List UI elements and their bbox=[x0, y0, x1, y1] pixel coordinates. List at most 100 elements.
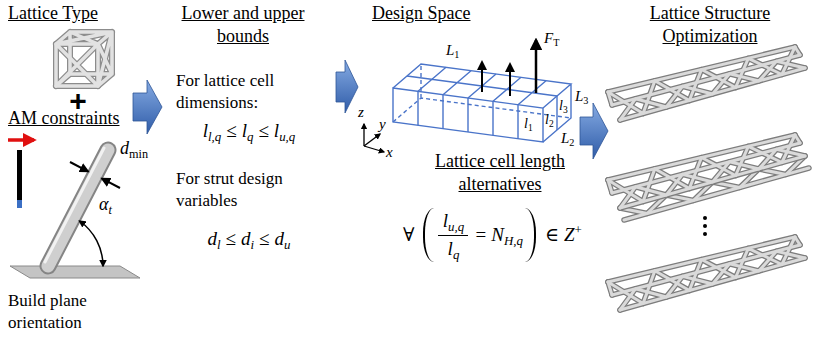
formula-term: + bbox=[575, 222, 582, 237]
panel-heading: Lattice Type bbox=[8, 3, 98, 23]
body-text: For strut design variables bbox=[176, 169, 283, 210]
dimension-label: T bbox=[553, 37, 559, 48]
lattice-beam-group bbox=[608, 135, 809, 220]
formula-term: Z bbox=[564, 224, 575, 245]
lattice-beam bbox=[608, 237, 805, 310]
text-slot: y bbox=[379, 116, 386, 133]
angle-arc bbox=[80, 221, 104, 266]
text-slot: L3 bbox=[575, 88, 588, 105]
text-slot: For strut design variables bbox=[176, 168, 316, 212]
text-slot: L2 bbox=[561, 130, 574, 147]
dimension-arrow bbox=[102, 179, 120, 188]
formula-term: u,q bbox=[279, 129, 295, 144]
formula-term: d bbox=[207, 228, 217, 249]
formula-term: H,q bbox=[504, 233, 523, 248]
dimension-label: F bbox=[544, 30, 553, 46]
text-slot: ∈Z+ bbox=[540, 224, 582, 247]
axis-arrow bbox=[364, 146, 384, 152]
text-slot: Design Space bbox=[372, 2, 470, 25]
formula: ∀ lu,q lq =NH,q ∈Z+ bbox=[398, 208, 582, 262]
text-slot: ∀ bbox=[398, 224, 419, 247]
formula-term: d bbox=[241, 228, 251, 249]
axis-label: z bbox=[358, 104, 364, 120]
formula-term: l bbox=[443, 210, 448, 231]
text-slot: Lower and upper bounds bbox=[168, 2, 318, 49]
build-direction-bar bbox=[17, 150, 22, 200]
ellipsis-dot bbox=[703, 216, 707, 220]
text-slot: l3 bbox=[559, 98, 568, 114]
text-slot: Lattice Structure Optimization bbox=[612, 2, 808, 49]
formula-term: i bbox=[251, 237, 255, 252]
formula-term: ∀ bbox=[403, 224, 414, 245]
dimension-label: min bbox=[129, 147, 148, 161]
text-slot: =NH,q bbox=[470, 224, 522, 247]
formula-term: l bbox=[242, 120, 247, 141]
formula-term: u bbox=[284, 237, 290, 252]
flow-arrow bbox=[336, 60, 358, 113]
dimension-label: 2 bbox=[569, 137, 574, 148]
ellipsis-dot bbox=[703, 224, 707, 228]
panel-heading: Design Space bbox=[372, 3, 470, 23]
lattice-beam bbox=[608, 47, 805, 120]
lattice-beam bbox=[608, 135, 805, 208]
dimension-label: 1 bbox=[528, 123, 533, 133]
formula-term: l bbox=[448, 238, 453, 259]
lattice-cell bbox=[56, 32, 112, 86]
formula-term: d bbox=[275, 228, 285, 249]
dimension-label: 2 bbox=[549, 119, 554, 129]
dimension-label: l bbox=[559, 98, 563, 113]
text-slot: dmin bbox=[120, 138, 148, 160]
dimension-arrow bbox=[70, 162, 88, 171]
panel-heading: Lower and upper bounds bbox=[182, 3, 305, 46]
text-slot: For lattice cell dimensions: bbox=[176, 70, 316, 114]
parenthesis bbox=[423, 208, 434, 262]
parenthesis bbox=[525, 208, 536, 262]
dimension-label: t bbox=[108, 203, 111, 217]
dimension-label: 3 bbox=[563, 105, 568, 115]
lattice-cell-outline bbox=[56, 32, 112, 86]
formula-term: l,q bbox=[208, 129, 221, 144]
fraction-bar bbox=[438, 235, 468, 236]
text-slot: αt bbox=[99, 194, 112, 216]
text-slot: Build plane orientation bbox=[8, 290, 118, 334]
lattice-beam-group bbox=[608, 237, 805, 310]
strut bbox=[48, 150, 108, 266]
cell-grid bbox=[418, 91, 557, 138]
body-text: For lattice cell dimensions: bbox=[176, 71, 274, 112]
formula-term: N bbox=[491, 224, 504, 245]
dimension-label: d bbox=[120, 138, 129, 158]
text-slot: Lattice Type bbox=[8, 2, 98, 25]
text-slot: x bbox=[386, 144, 393, 161]
text-slot: ll,q≤lq≤lu,q bbox=[166, 120, 332, 143]
axis-label: y bbox=[379, 116, 386, 132]
formula-term: l bbox=[274, 120, 279, 141]
text-slot: l2 bbox=[545, 112, 554, 128]
lattice-beam-outline bbox=[608, 135, 805, 208]
lattice-beam-outline bbox=[608, 237, 805, 310]
dimension-label: α bbox=[99, 194, 108, 214]
flow-arrow bbox=[580, 103, 608, 159]
strut-highlight bbox=[45, 148, 104, 262]
axis-arrow bbox=[364, 134, 380, 146]
ellipsis-dot bbox=[703, 232, 707, 236]
panel-heading: Lattice Structure Optimization bbox=[650, 3, 770, 46]
text-slot: FT bbox=[544, 30, 559, 47]
strut-outline bbox=[48, 150, 108, 266]
flow-arrow bbox=[133, 80, 162, 134]
formula-term: ≤ bbox=[258, 120, 268, 141]
formula-term: l bbox=[203, 120, 208, 141]
lattice-beam-outline bbox=[608, 47, 805, 120]
fraction: lu,q lq bbox=[438, 210, 468, 261]
axis-arrow bbox=[363, 124, 364, 146]
formula-term: q bbox=[247, 129, 253, 144]
panel-heading: Lattice cell length alternatives bbox=[435, 151, 565, 194]
red-arrow bbox=[8, 138, 34, 142]
text-slot: lu,q bbox=[443, 210, 464, 233]
body-text: Build plane orientation bbox=[8, 291, 87, 332]
formula-term: u,q bbox=[448, 219, 464, 234]
dimension-label: L bbox=[446, 42, 454, 58]
dimension-label: L bbox=[575, 88, 583, 104]
text-slot: dl≤di≤du bbox=[166, 228, 332, 251]
text-slot: lq bbox=[448, 238, 460, 261]
panel-heading: AM constraints bbox=[8, 108, 120, 128]
